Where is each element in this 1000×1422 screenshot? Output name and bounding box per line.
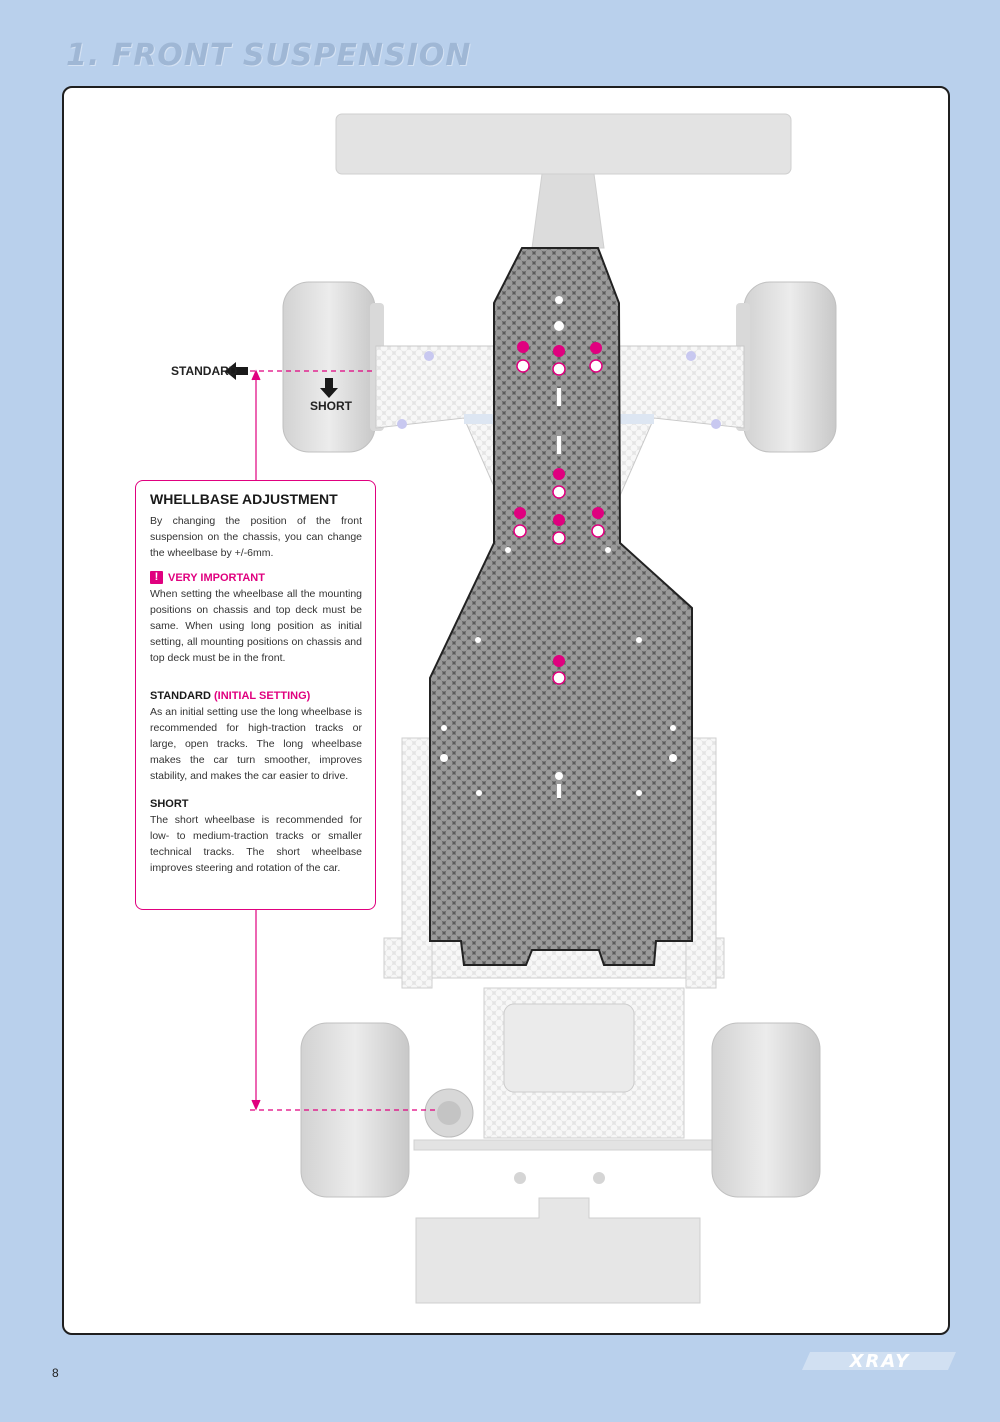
- front-right-wheel: [736, 281, 837, 453]
- info-intro: By changing the position of the front su…: [150, 515, 362, 559]
- standard-heading: STANDARD (INITIAL SETTING): [150, 690, 362, 702]
- arrow-left-icon: [225, 362, 248, 380]
- section-title: 1. FRONT SUSPENSION: [66, 38, 472, 73]
- rear-pod: [383, 737, 745, 1184]
- short-heading: SHORT: [150, 798, 189, 810]
- illustration-frame: STANDARD SHORT WHELLBASE ADJUSTMENT By c…: [62, 86, 950, 1335]
- wheelbase-dimension: [250, 369, 436, 1111]
- xray-logo-text: XRAY: [849, 1351, 911, 1372]
- rear-left-wheel: [300, 1022, 410, 1198]
- standard-text: As an initial setting use the long wheel…: [150, 706, 362, 782]
- mounting-positions: [513, 341, 605, 685]
- standard-tag: (INITIAL SETTING): [213, 690, 311, 702]
- wheelbase-info-box: WHELLBASE ADJUSTMENT By changing the pos…: [135, 480, 376, 910]
- rear-right-wheel: [711, 1022, 821, 1198]
- front-left-wheel: [282, 281, 384, 453]
- chassis-diagram: [225, 113, 837, 1304]
- short-label: SHORT: [310, 399, 352, 413]
- warning-title: VERY IMPORTANT: [168, 571, 265, 584]
- chassis-holes: [440, 296, 677, 798]
- warning-icon: !: [150, 571, 163, 584]
- short-text: The short wheelbase is recommended for l…: [150, 814, 362, 874]
- front-wing: [335, 113, 792, 249]
- standard-label: STANDARD: [171, 364, 238, 378]
- arrow-down-icon: [320, 378, 338, 398]
- rear-bumper: [415, 1197, 701, 1304]
- warning-text: When setting the wheelbase all the mount…: [150, 588, 362, 664]
- page-number: 8: [52, 1366, 59, 1380]
- standard-title: STANDARD: [150, 690, 211, 702]
- xray-logo: XRAY: [802, 1351, 956, 1372]
- carbon-chassis-plate: [429, 247, 693, 966]
- warning-heading: ! VERY IMPORTANT: [150, 571, 362, 584]
- info-title: WHELLBASE ADJUSTMENT: [150, 491, 338, 507]
